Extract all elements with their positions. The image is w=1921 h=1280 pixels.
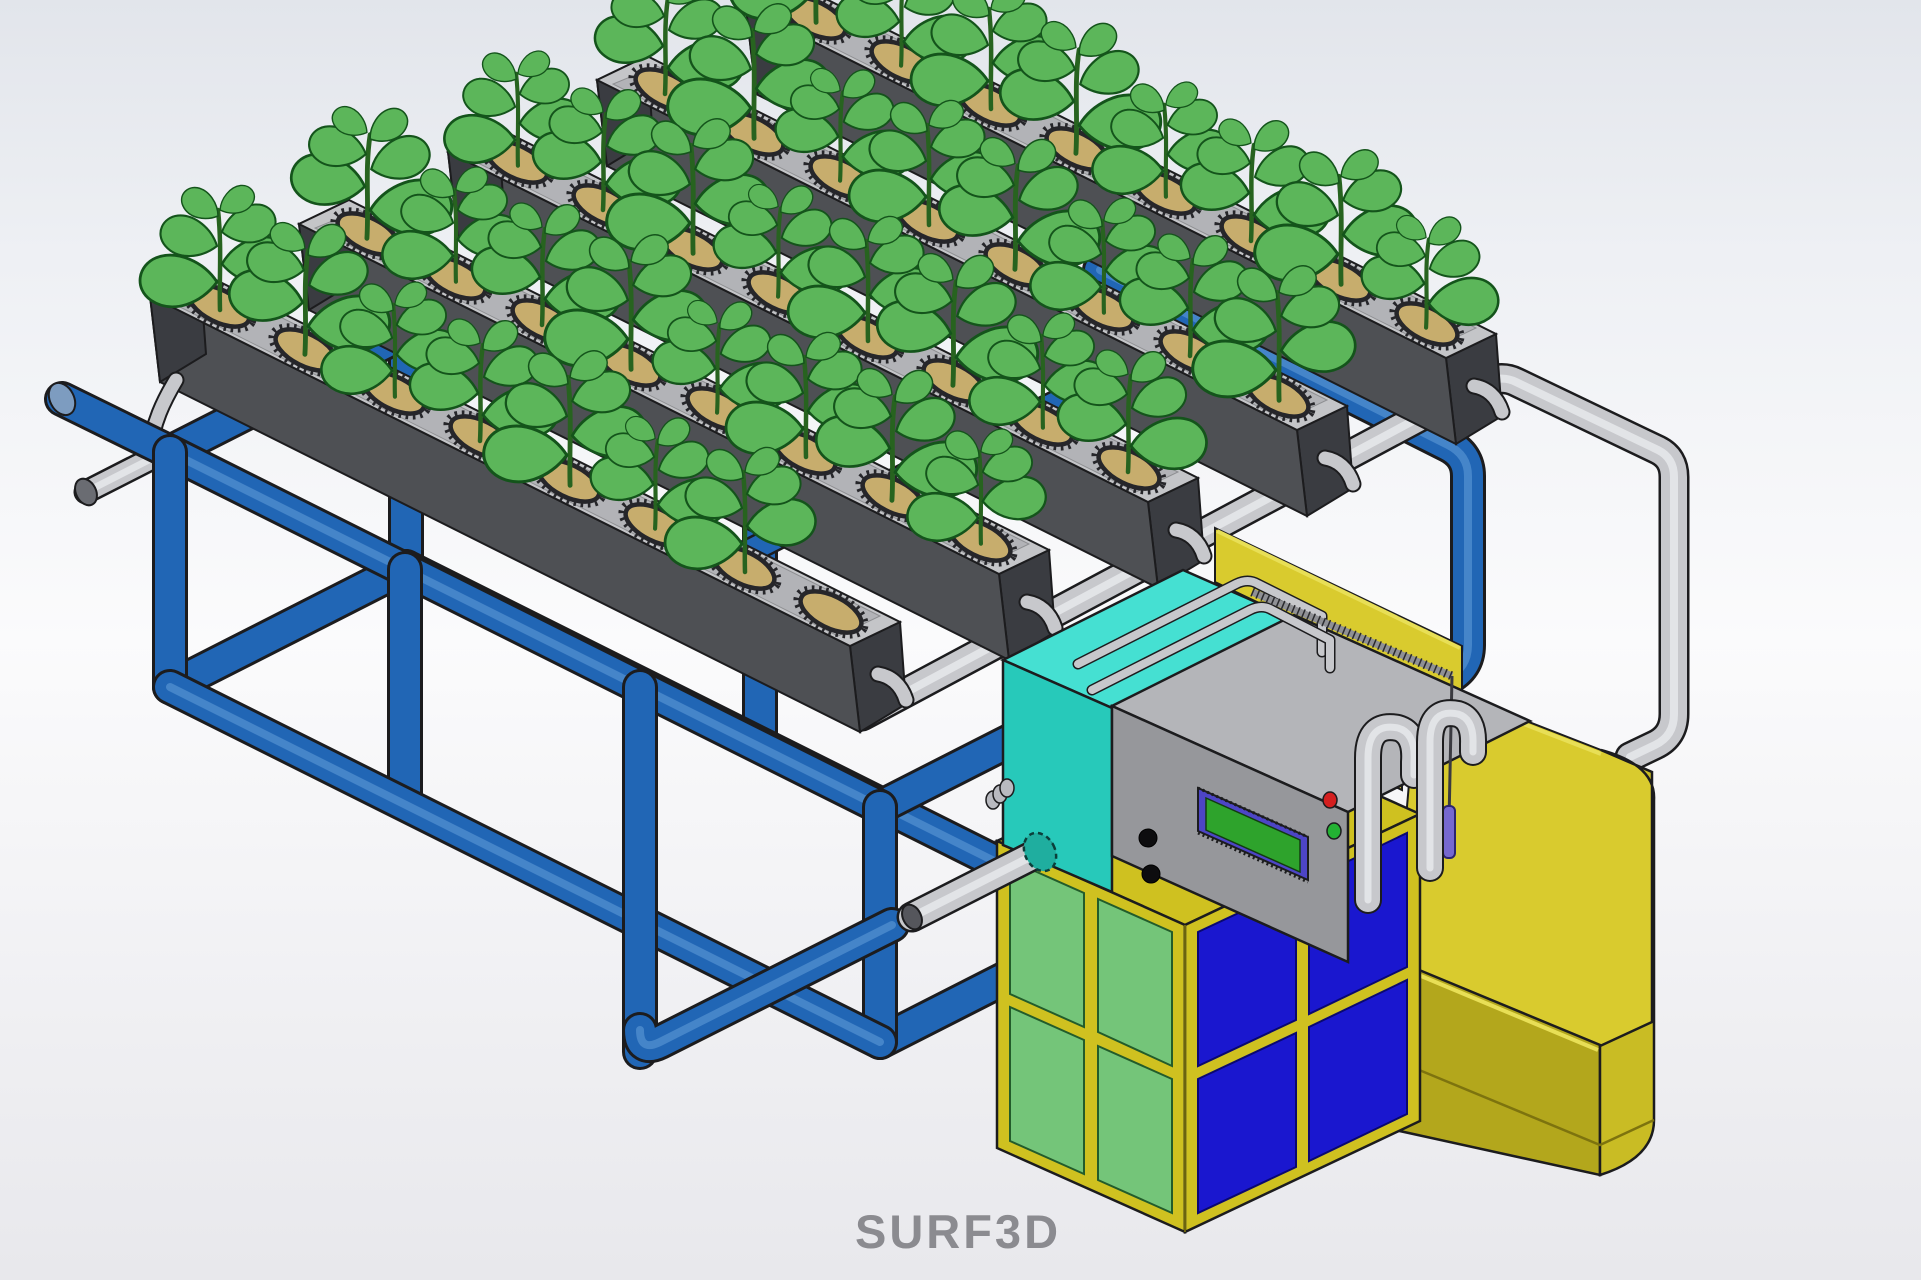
cabinet-panel-blue (1197, 1031, 1297, 1215)
pipe-end-cap (74, 477, 98, 507)
tank-right-side (1598, 748, 1656, 1177)
cabinet-panel-blue (1308, 978, 1408, 1163)
led-green (1326, 822, 1342, 840)
cabinet-panel-green (1009, 858, 1085, 1029)
watermark: SURF3D (855, 1205, 1061, 1258)
pipe-end-cap (47, 381, 77, 417)
cabinet-panel-green (1097, 897, 1173, 1068)
cabinet-panel-green (1009, 1005, 1085, 1176)
pipe-open-end (901, 903, 923, 931)
threaded-rod (1250, 587, 1454, 681)
pump-inlet-pipe (898, 831, 1058, 932)
gray-collector-pipe (71, 230, 600, 507)
cabinet-panel-green (1097, 1044, 1173, 1215)
control-knob (1141, 864, 1161, 884)
blue-frame-front (44, 378, 892, 1052)
barb-fitting (985, 778, 1015, 810)
tank-plumbing (1078, 581, 1473, 900)
inlet-flange (1022, 831, 1058, 873)
lcd-display (1197, 786, 1309, 884)
led-red (1322, 791, 1338, 809)
control-knob (1138, 828, 1158, 848)
